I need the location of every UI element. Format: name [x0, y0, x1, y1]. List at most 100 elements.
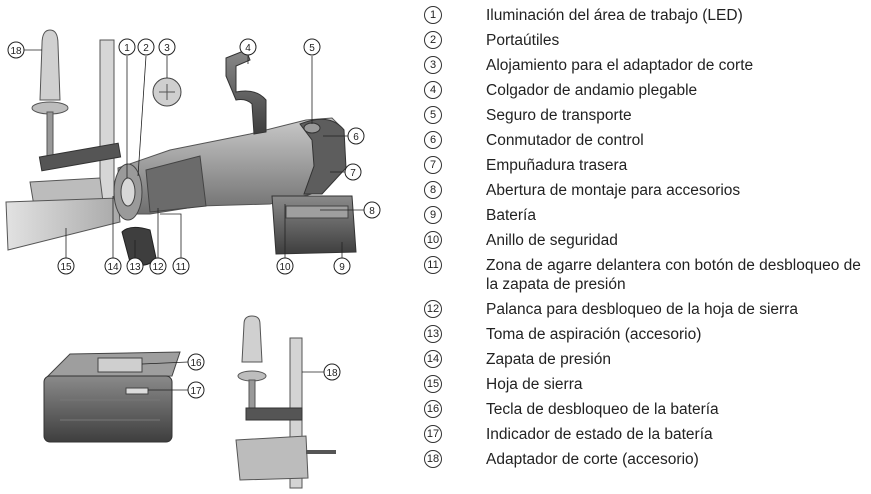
legend-number: 5 [424, 106, 442, 124]
callout-2: 2 [137, 38, 155, 56]
svg-text:15: 15 [60, 262, 72, 273]
svg-text:8: 8 [369, 206, 375, 217]
legend-text: Zapata de presión [486, 351, 611, 368]
legend-item: 3 Alojamiento para el adaptador de corte [424, 54, 871, 79]
saw-body-illustration [113, 49, 357, 266]
svg-text:1: 1 [124, 43, 130, 54]
svg-text:11: 11 [176, 262, 187, 273]
legend-text: Seguro de transporte [486, 107, 632, 124]
legend-item: 11 Zona de agarre delantera con botón de … [424, 254, 871, 298]
legend-number: 3 [424, 56, 442, 74]
callout-12: 12 [149, 257, 167, 275]
battery-illustration [43, 351, 181, 443]
svg-text:9: 9 [339, 262, 345, 273]
legend-number: 17 [424, 425, 442, 443]
cutting-adapter-illustration [29, 29, 122, 221]
legend-text: Iluminación del área de trabajo (LED) [486, 7, 743, 24]
legend-text: Toma de aspiración (accesorio) [486, 326, 702, 343]
legend-item: 16 Tecla de desbloqueo de la batería [424, 398, 871, 423]
tool-illustration: 1 2 3 4 5 6 7 8 9 10 11 12 13 14 15 16 1… [5, 29, 381, 489]
legend-text: Colgador de andamio plegable [486, 82, 698, 99]
svg-text:6: 6 [353, 132, 359, 143]
callout-7: 7 [344, 163, 362, 181]
legend-item: 17 Indicador de estado de la batería [424, 423, 871, 448]
legend-number: 14 [424, 350, 442, 368]
legend-text: Zona de agarre delantera con botón de de… [486, 257, 861, 293]
adapter-mount-illustration [152, 77, 182, 107]
callout-18-detail: 18 [323, 363, 341, 381]
svg-text:13: 13 [129, 262, 141, 273]
callout-4: 4 [239, 38, 257, 56]
svg-text:18: 18 [326, 368, 338, 379]
callout-9: 9 [333, 257, 351, 275]
legend-item: 5 Seguro de transporte [424, 104, 871, 129]
parts-legend: 1 Iluminación del área de trabajo (LED) 2… [424, 4, 871, 473]
callout-8: 8 [363, 201, 381, 219]
callout-18: 18 [7, 41, 25, 59]
svg-text:10: 10 [279, 262, 291, 273]
legend-text: Alojamiento para el adaptador de corte [486, 57, 754, 74]
callout-11: 11 [172, 257, 190, 275]
svg-text:5: 5 [309, 43, 315, 54]
legend-item: 13 Toma de aspiración (accesorio) [424, 323, 871, 348]
legend-number: 11 [424, 256, 442, 274]
legend-number: 8 [424, 181, 442, 199]
svg-text:16: 16 [190, 358, 202, 369]
legend-item: 10 Anillo de seguridad [424, 229, 871, 254]
callout-5: 5 [303, 38, 321, 56]
svg-text:14: 14 [107, 262, 119, 273]
legend-number: 10 [424, 231, 442, 249]
legend-item: 7 Empuñadura trasera [424, 154, 871, 179]
legend-item: 1 Iluminación del área de trabajo (LED) [424, 4, 871, 29]
svg-text:17: 17 [190, 386, 202, 397]
legend-item: 6 Conmutador de control [424, 129, 871, 154]
legend-item: 2 Portaútiles [424, 29, 871, 54]
callout-14: 14 [104, 257, 122, 275]
legend-text: Anillo de seguridad [486, 232, 618, 249]
callout-3: 3 [158, 38, 176, 56]
callout-17: 17 [187, 381, 205, 399]
legend-item: 15 Hoja de sierra [424, 373, 871, 398]
legend-item: 8 Abertura de montaje para accesorios [424, 179, 871, 204]
legend-text: Adaptador de corte (accesorio) [486, 451, 699, 468]
legend-text: Abertura de montaje para accesorios [486, 182, 741, 199]
svg-text:3: 3 [164, 43, 170, 54]
legend-number: 15 [424, 375, 442, 393]
svg-text:2: 2 [143, 43, 149, 54]
legend-text: Batería [486, 207, 536, 224]
callout-15: 15 [57, 257, 75, 275]
legend-text: Conmutador de control [486, 132, 644, 149]
legend-number: 18 [424, 450, 442, 468]
legend-number: 13 [424, 325, 442, 343]
legend-number: 12 [424, 300, 442, 318]
legend-item: 18 Adaptador de corte (accesorio) [424, 448, 871, 473]
cutting-adapter-detail-illustration [235, 315, 336, 489]
legend-text: Tecla de desbloqueo de la batería [486, 401, 719, 418]
svg-text:4: 4 [245, 43, 251, 54]
legend-item: 14 Zapata de presión [424, 348, 871, 373]
leader-lines [24, 49, 364, 391]
callout-13: 13 [126, 257, 144, 275]
svg-text:12: 12 [152, 262, 164, 273]
legend-item: 9 Batería [424, 204, 871, 229]
legend-text: Hoja de sierra [486, 376, 583, 393]
svg-text:18: 18 [10, 46, 22, 57]
legend-item: 12 Palanca para desbloqueo de la hoja de … [424, 298, 871, 323]
legend-number: 4 [424, 81, 442, 99]
legend-number: 16 [424, 400, 442, 418]
callout-10: 10 [276, 257, 294, 275]
legend-text: Portaútiles [486, 32, 560, 49]
callout-6: 6 [347, 127, 365, 145]
legend-text: Indicador de estado de la batería [486, 426, 713, 443]
legend-text: Palanca para desbloqueo de la hoja de si… [486, 301, 798, 318]
legend-number: 9 [424, 206, 442, 224]
legend-text: Empuñadura trasera [486, 157, 628, 174]
svg-text:7: 7 [350, 168, 356, 179]
legend-number: 2 [424, 31, 442, 49]
legend-number: 6 [424, 131, 442, 149]
legend-number: 1 [424, 6, 442, 24]
saw-blade [5, 197, 121, 251]
legend-item: 4 Colgador de andamio plegable [424, 79, 871, 104]
callout-1: 1 [118, 38, 136, 56]
legend-number: 7 [424, 156, 442, 174]
